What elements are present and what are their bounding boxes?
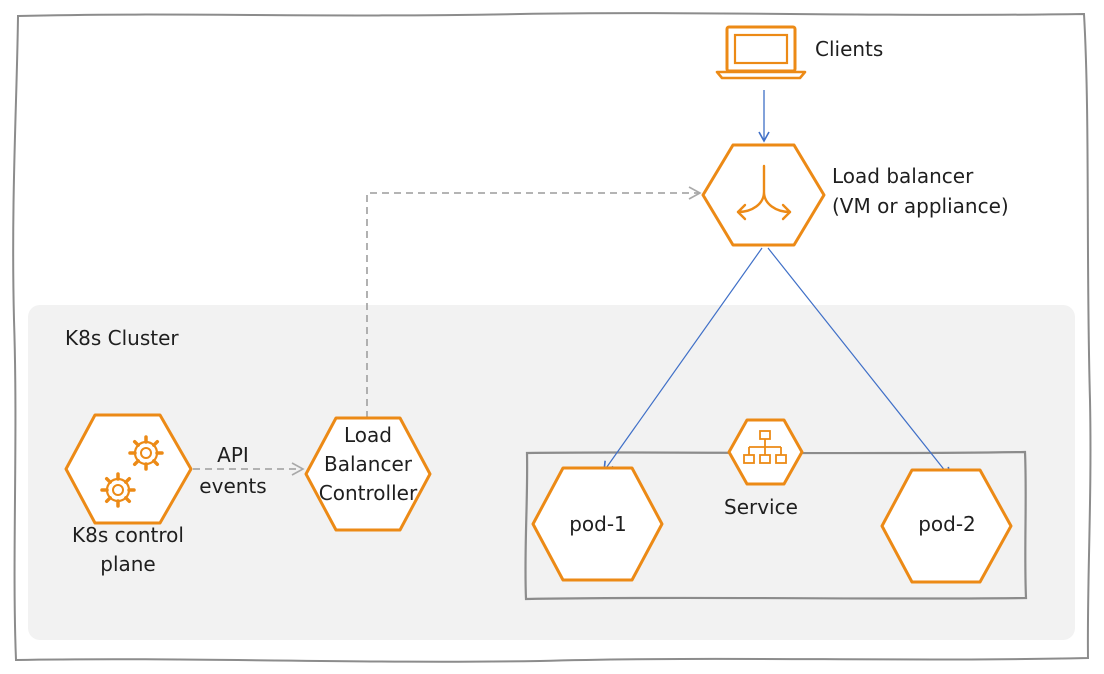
cluster-region	[28, 305, 1075, 640]
laptop-icon	[715, 25, 807, 80]
cluster-label: K8s Cluster	[65, 326, 179, 350]
pod-2-node: pod-2	[880, 468, 1013, 584]
lb-to-pod2-arrow	[767, 247, 952, 479]
load-balancer-node	[701, 143, 826, 247]
lb-label-line1: Load balancer	[832, 164, 974, 188]
pod-1-node: pod-1	[531, 466, 664, 582]
lb-to-pod1-arrow	[603, 247, 763, 473]
load-balancer-icon	[736, 164, 792, 221]
pod-1-label: pod-1	[569, 512, 627, 536]
lb-controller-label-line3: Controller	[319, 481, 418, 505]
gears-icon	[100, 435, 164, 508]
control-plane-label-line1: K8s control	[72, 523, 184, 547]
lb-controller-node: Load Balancer Controller	[304, 416, 432, 532]
clients-label: Clients	[815, 37, 883, 61]
lb-label-line2: (VM or appliance)	[832, 194, 1009, 218]
control-plane-node	[64, 413, 193, 525]
service-label: Service	[724, 495, 798, 519]
lb-controller-label-line1: Load	[344, 423, 392, 447]
controller-to-lb-arrow	[366, 186, 702, 418]
hierarchy-icon	[743, 430, 787, 464]
pod-2-label: pod-2	[918, 512, 976, 536]
api-events-label-line1: API	[217, 443, 249, 467]
api-events-label-line2: events	[199, 474, 266, 498]
control-plane-label-line2: plane	[100, 552, 156, 576]
lb-controller-label-line2: Balancer	[324, 452, 413, 476]
service-node	[727, 418, 804, 486]
